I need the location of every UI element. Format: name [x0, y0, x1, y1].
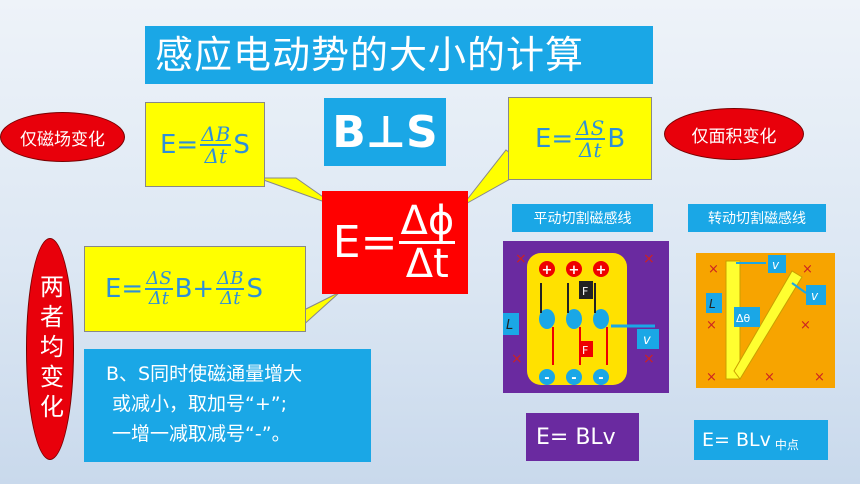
svg-text:×: × [643, 351, 655, 367]
svg-text:×: × [515, 251, 527, 267]
rotate-figure: × × × × × × × v v L Δθ [706, 255, 826, 385]
condition-b-perp-s: B⊥S [324, 98, 446, 166]
svg-text:×: × [814, 370, 825, 385]
svg-text:×: × [511, 351, 523, 367]
sign-note: B、S同时使磁通量增大 或减小，取加号“+”; 一增一减取减号“-”。 [84, 349, 371, 462]
translate-figure: × × × × + + + - - - F F L v [503, 251, 659, 386]
translate-label: 平动切割磁感线 [512, 204, 653, 232]
svg-text:+: + [569, 263, 580, 278]
svg-text:×: × [764, 370, 775, 385]
rotate-diagram: × × × × × × × v v L Δθ [696, 253, 835, 388]
translate-diagram: × × × × + + + - - - F F L v [503, 241, 669, 393]
svg-text:×: × [706, 318, 717, 333]
svg-text:L: L [506, 318, 513, 333]
svg-text:+: + [596, 263, 607, 278]
rotate-result: E= BLv 中点 [694, 420, 828, 460]
svg-text:×: × [802, 262, 813, 277]
svg-text:-: - [598, 371, 603, 386]
rotate-label: 转动切割磁感线 [688, 204, 826, 232]
tag-magnetic-only: 仅磁场变化 [0, 112, 125, 162]
svg-text:v: v [811, 289, 819, 303]
tag-both-change: 两者均变化 [26, 238, 74, 460]
svg-text:-: - [571, 371, 576, 386]
svg-text:×: × [706, 370, 717, 385]
svg-text:F: F [582, 285, 588, 298]
svg-text:×: × [800, 318, 811, 333]
svg-text:F: F [582, 344, 588, 357]
svg-text:×: × [643, 251, 655, 267]
svg-text:Δθ: Δθ [736, 312, 751, 325]
page-title: 感应电动势的大小的计算 [145, 26, 653, 84]
svg-text:×: × [708, 262, 719, 277]
svg-text:L: L [709, 297, 716, 311]
svg-text:+: + [542, 263, 553, 278]
translate-result: E= BLv [526, 413, 639, 461]
svg-text:v: v [643, 333, 651, 348]
svg-text:v: v [772, 258, 780, 272]
tag-area-only: 仅面积变化 [664, 108, 804, 160]
svg-text:-: - [544, 371, 549, 386]
